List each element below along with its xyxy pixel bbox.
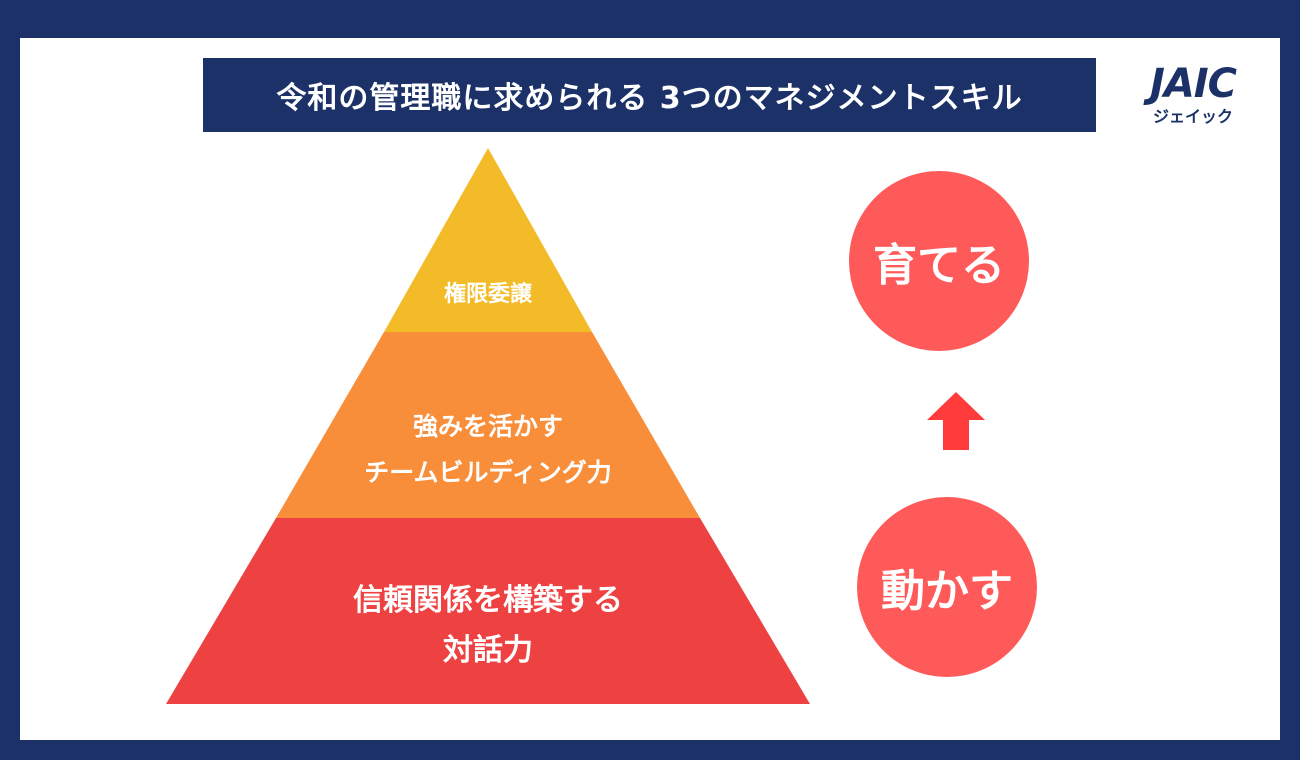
logo-sub-text: ジェイック bbox=[1152, 107, 1233, 126]
page-title: 令和の管理職に求められる 3つのマネジメントスキル bbox=[203, 58, 1096, 132]
tier-label-bottom: 信頼関係を構築する 対話力 bbox=[268, 576, 708, 676]
tier-label-middle-line1: 強みを活かす bbox=[412, 412, 563, 441]
circle-bottom: 動かす bbox=[857, 497, 1037, 677]
tier-label-middle-line2: チームビルディング力 bbox=[364, 458, 612, 487]
pyramid-tier-middle bbox=[276, 332, 700, 518]
tier-label-top-line1: 権限委譲 bbox=[443, 282, 532, 307]
pyramid-tier-top bbox=[384, 148, 592, 332]
tier-label-middle: 強みを活かす チームビルディング力 bbox=[318, 404, 658, 496]
arrow-up-icon bbox=[927, 392, 985, 450]
jaic-logo: JAIC ジェイック bbox=[1138, 62, 1248, 132]
page-title-text: 令和の管理職に求められる 3つのマネジメントスキル bbox=[276, 81, 1023, 116]
tier-label-bottom-line2: 対話力 bbox=[443, 633, 533, 668]
tier-label-bottom-line1: 信頼関係を構築する bbox=[353, 583, 623, 618]
arrow-up-shape bbox=[927, 392, 985, 450]
circle-top: 育てる bbox=[849, 171, 1029, 351]
pyramid-tier-bottom bbox=[166, 518, 810, 704]
logo-main-text: JAIC bbox=[1149, 61, 1237, 107]
circle-bottom-label: 動かす bbox=[881, 566, 1013, 617]
circle-top-label: 育てる bbox=[873, 240, 1005, 291]
tier-label-top: 権限委譲 bbox=[388, 278, 588, 312]
